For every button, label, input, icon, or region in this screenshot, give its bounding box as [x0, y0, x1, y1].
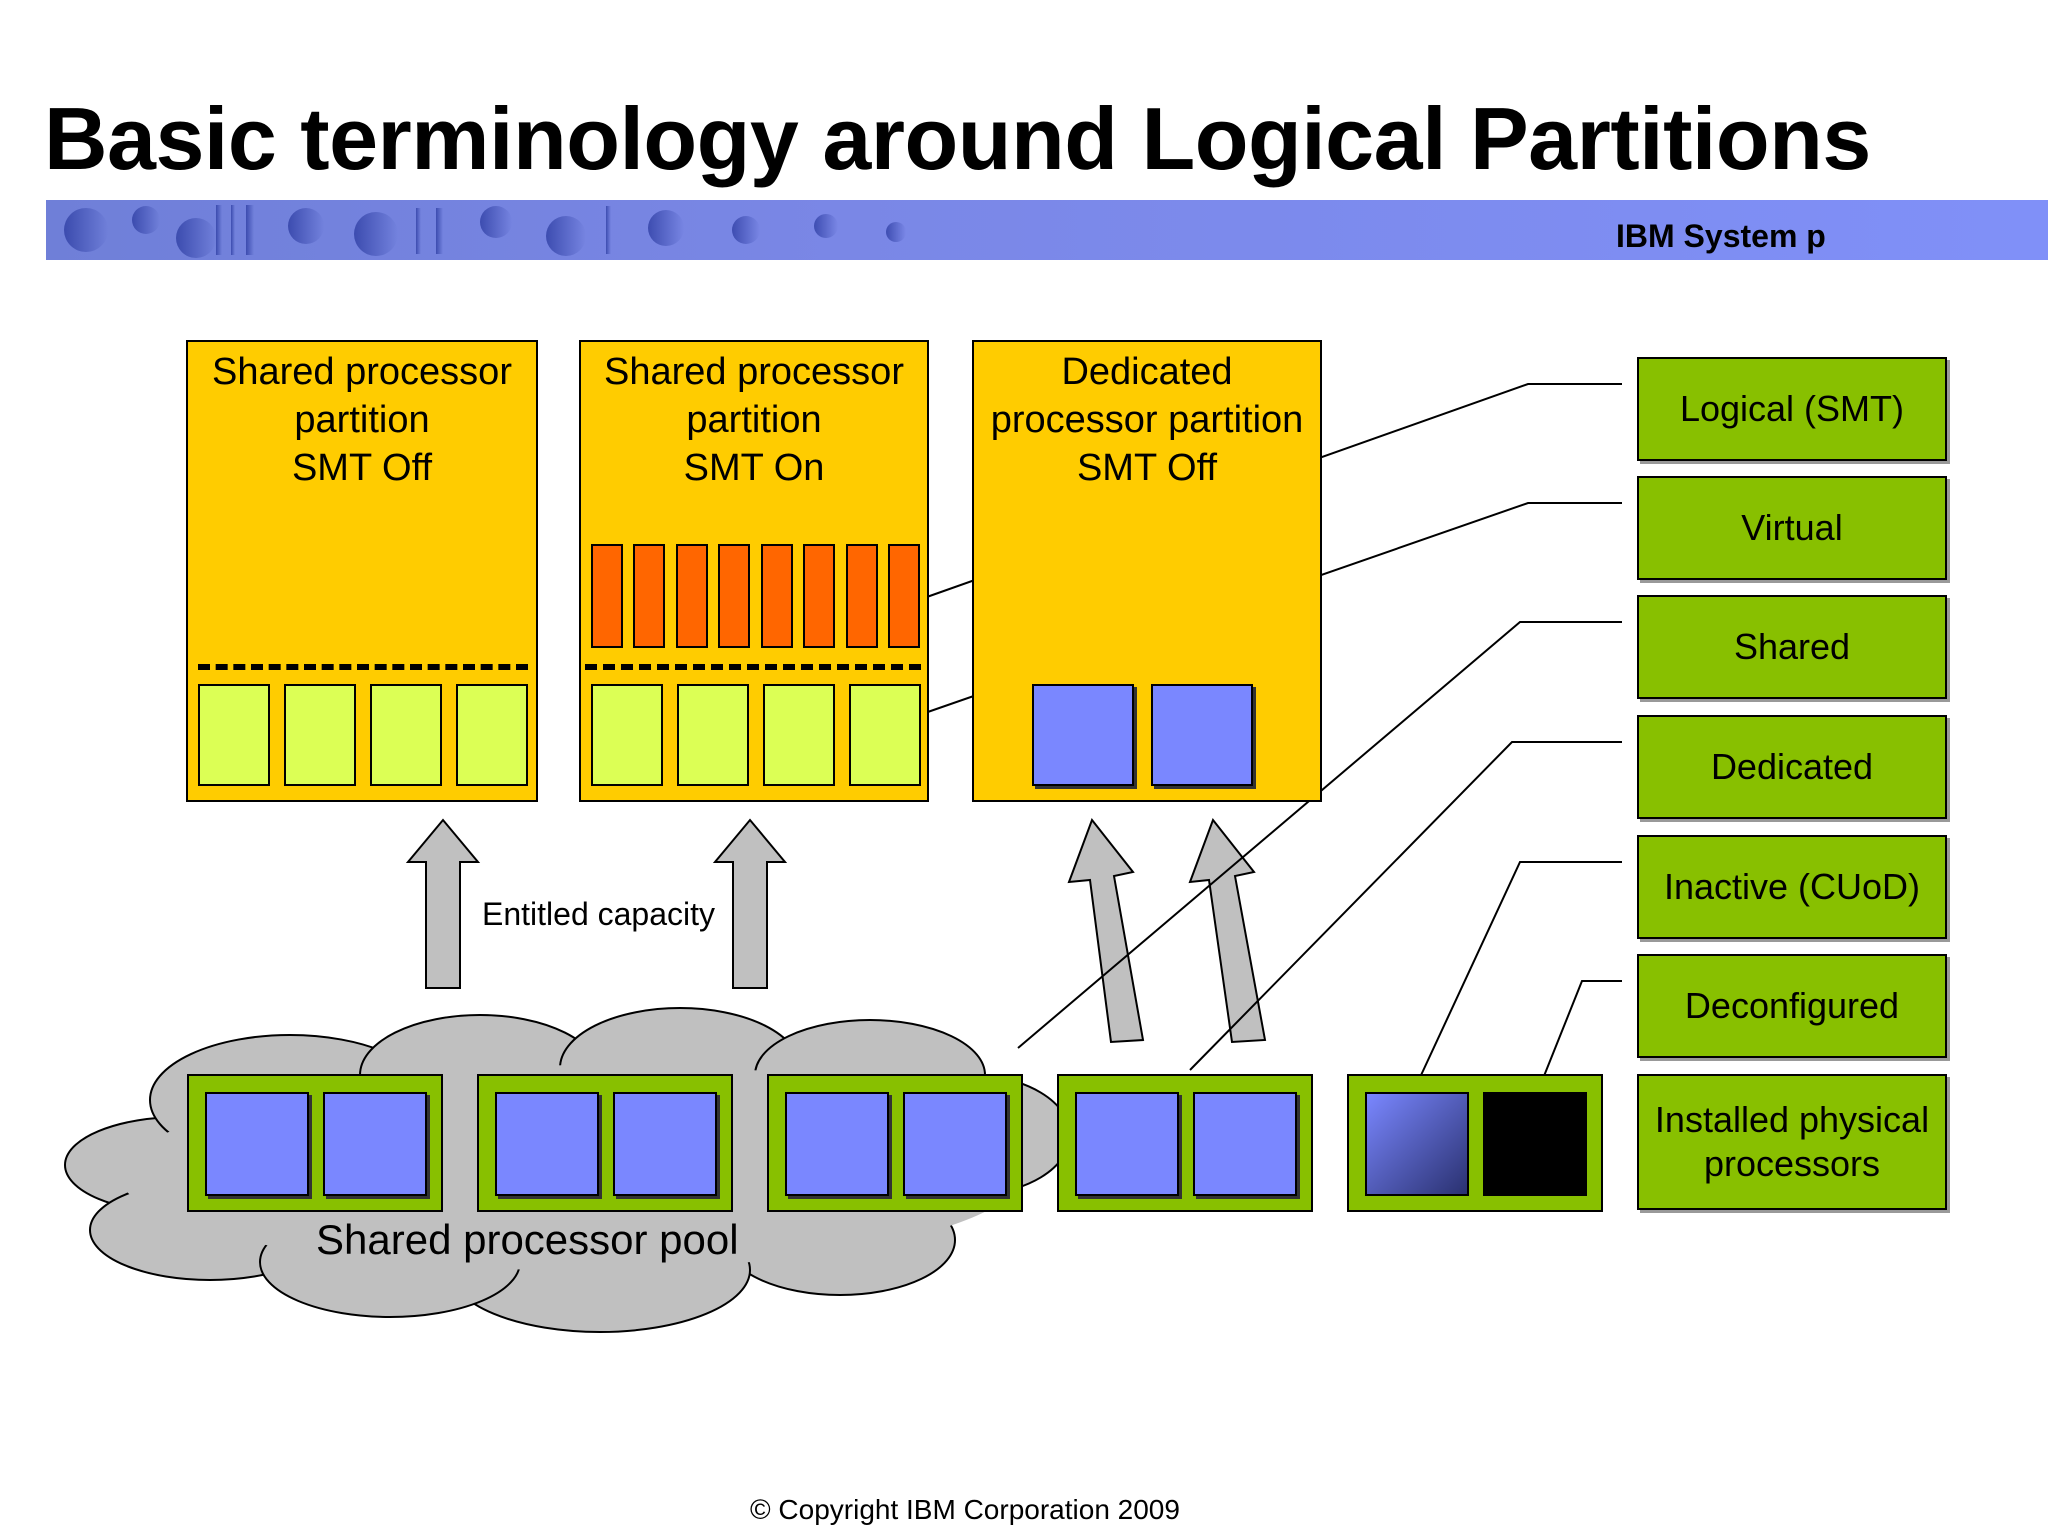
logical-processor	[846, 544, 878, 648]
partition-title: Shared processor partition SMT On	[604, 351, 904, 489]
entitled-arrow-1	[405, 818, 481, 989]
virtual-processor	[677, 684, 749, 786]
legend-virtual: Virtual	[1637, 476, 1947, 580]
leader-deconfigured	[1539, 980, 1622, 1087]
legend-inactive: Inactive (CUoD)	[1637, 835, 1947, 939]
legend-dedicated: Dedicated	[1637, 715, 1947, 819]
header-band	[46, 200, 2048, 260]
virtual-processor	[456, 684, 528, 786]
processor-card	[477, 1074, 733, 1212]
logical-processor	[718, 544, 750, 648]
logical-processor	[888, 544, 920, 648]
physical-processor	[495, 1092, 599, 1196]
entitlement-dashed-line	[198, 664, 528, 670]
logical-processor	[676, 544, 708, 648]
dedicated-processor	[1151, 684, 1253, 786]
brand-label: IBM System p	[1616, 218, 1826, 254]
processor-card-inactive	[1347, 1074, 1603, 1212]
copyright-footer: © Copyright IBM Corporation 2009	[750, 1494, 1180, 1525]
logical-processor	[761, 544, 793, 648]
virtual-processor	[370, 684, 442, 786]
physical-processor	[205, 1092, 309, 1196]
legend-deconfigured: Deconfigured	[1637, 954, 1947, 1058]
virtual-processor	[284, 684, 356, 786]
inactive-processor	[1365, 1092, 1469, 1196]
partition-shared-smt-on: Shared processor partition SMT On	[579, 340, 929, 802]
deconfigured-processor	[1483, 1092, 1587, 1196]
logical-processor	[803, 544, 835, 648]
virtual-processor	[591, 684, 663, 786]
logical-processor	[633, 544, 665, 648]
physical-processor	[903, 1092, 1007, 1196]
virtual-processor	[198, 684, 270, 786]
virtual-processor	[849, 684, 921, 786]
physical-processor	[1075, 1092, 1179, 1196]
legend-shared: Shared	[1637, 595, 1947, 699]
entitled-capacity-label: Entitled capacity	[482, 896, 716, 932]
leader-shared	[1017, 621, 1622, 1049]
partition-title: Shared processor partition SMT Off	[212, 351, 512, 489]
physical-processor	[323, 1092, 427, 1196]
dedicated-arrow-1	[1067, 817, 1145, 1044]
partition-dedicated-smt-off: Dedicated processor partition SMT Off	[972, 340, 1322, 802]
legend-logical: Logical (SMT)	[1637, 357, 1947, 461]
processor-card	[187, 1074, 443, 1212]
leader-dedicated	[1189, 741, 1622, 1071]
partition-title: Dedicated processor partition SMT Off	[990, 351, 1304, 489]
legend-installed-physical: Installed physical processors	[1637, 1074, 1947, 1210]
dedicated-processor	[1032, 684, 1134, 786]
physical-processor	[1193, 1092, 1297, 1196]
physical-processor	[613, 1092, 717, 1196]
virtual-processor	[763, 684, 835, 786]
dedicated-arrow-2	[1188, 817, 1267, 1044]
shared-pool-label: Shared processor pool	[316, 1216, 739, 1263]
slide-title: Basic terminology around Logical Partiti…	[44, 89, 1871, 188]
entitled-arrow-2	[712, 818, 788, 989]
header-pattern	[64, 205, 906, 258]
physical-processor	[785, 1092, 889, 1196]
processor-card-dedicated	[1057, 1074, 1313, 1212]
logical-processor	[591, 544, 623, 648]
entitlement-dashed-line	[585, 664, 921, 670]
partition-shared-smt-off: Shared processor partition SMT Off	[186, 340, 538, 802]
processor-card	[767, 1074, 1023, 1212]
leader-inactive	[1415, 861, 1622, 1087]
